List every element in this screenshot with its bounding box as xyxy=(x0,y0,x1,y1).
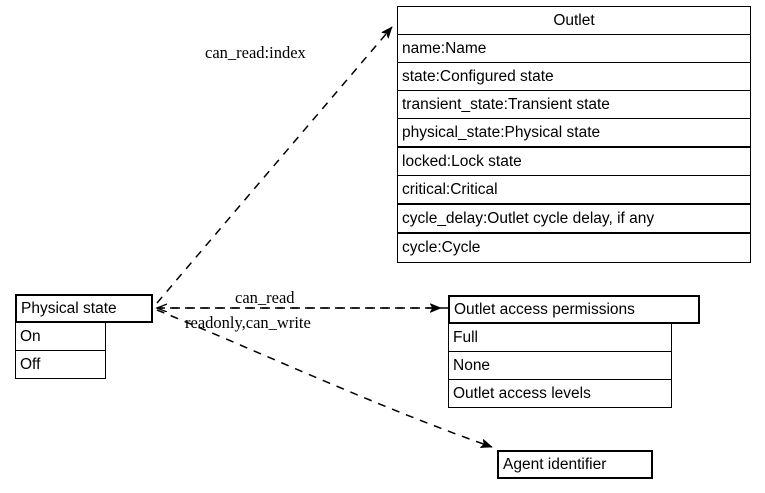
outlet-access-permissions-attr-levels: Outlet access levels xyxy=(448,379,672,408)
agent-identifier-title: Agent identifier xyxy=(497,450,653,479)
outlet-attr-physical-state: physical_state:Physical state xyxy=(397,118,751,147)
edge-label-can-read-index: can_read:index xyxy=(205,43,306,62)
outlet-attr-state: state:Configured state xyxy=(397,62,751,91)
physical-state-attr-on: On xyxy=(15,322,106,351)
edge-label-can-read: can_read xyxy=(235,288,295,307)
edge-label-readonly-can-write: readonly,can_write xyxy=(185,313,311,332)
edge-physical-state-to-outlet xyxy=(156,27,393,304)
outlet-title: Outlet xyxy=(397,6,751,35)
outlet-attr-cycle-delay: cycle_delay:Outlet cycle delay, if any xyxy=(397,204,751,233)
outlet-access-permissions-attr-none: None xyxy=(448,351,672,380)
outlet-attr-locked: locked:Lock state xyxy=(397,147,751,176)
outlet-access-permissions-attr-full: Full xyxy=(448,323,672,352)
outlet-attr-name: name:Name xyxy=(397,34,751,63)
outlet-access-permissions-title: Outlet access permissions xyxy=(448,295,700,324)
physical-state-attr-off: Off xyxy=(15,350,106,379)
outlet-attr-cycle: cycle:Cycle xyxy=(397,233,751,263)
physical-state-title: Physical state xyxy=(15,294,153,323)
outlet-attr-transient-state: transient_state:Transient state xyxy=(397,90,751,119)
outlet-attr-critical: critical:Critical xyxy=(397,175,751,204)
